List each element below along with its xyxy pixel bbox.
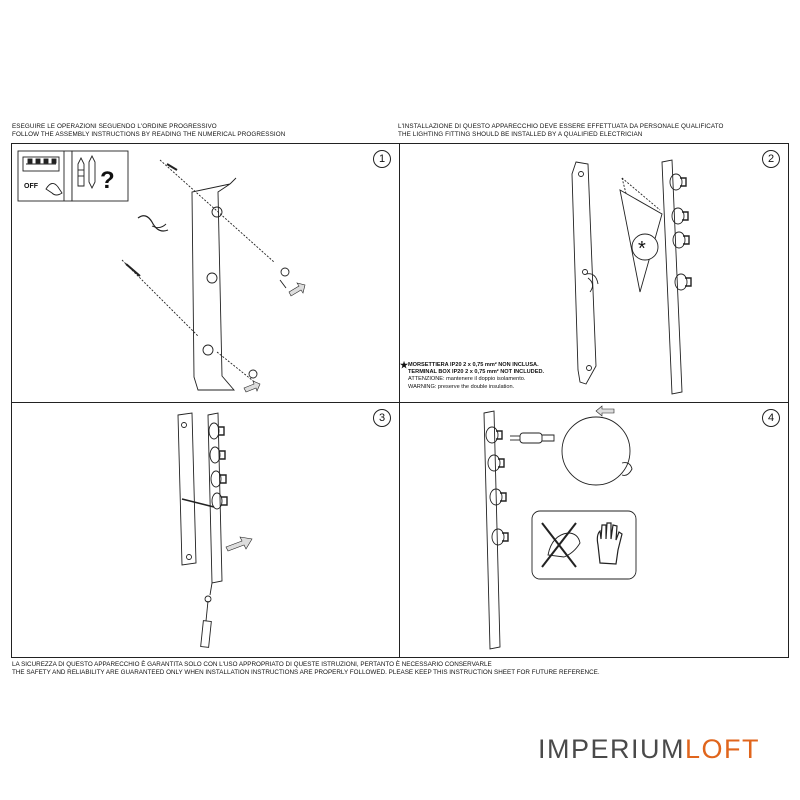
star-icon bbox=[631, 233, 659, 261]
header-right: L'INSTALLAZIONE DI QUESTO APPARECCHIO DE… bbox=[398, 123, 724, 139]
power-off-icon bbox=[17, 150, 73, 202]
step-1-number: 1 bbox=[373, 150, 391, 168]
note-line-3: ATTENZIONE: mantenere il doppio isolamen… bbox=[408, 376, 526, 383]
arrow-icon bbox=[225, 536, 253, 552]
step-3-panel: 3 bbox=[11, 403, 400, 658]
brand-part-2: LOFT bbox=[684, 734, 760, 764]
note-line-2: TERMINAL BOX IP20 2 x 0,75 mm² NOT INCLU… bbox=[408, 369, 545, 376]
step-2-panel: 2 * ★ MORSETTIERA IP2 bbox=[400, 143, 789, 403]
bulb-sockets bbox=[669, 173, 692, 291]
step-4-panel: 4 bbox=[400, 403, 789, 658]
note-line-1: MORSETTIERA IP20 2 x 0,75 mm² NON INCLUS… bbox=[408, 362, 539, 368]
note-star: ★ bbox=[400, 360, 409, 370]
brand-part-1: IMPERIUM bbox=[537, 734, 685, 764]
step-4-number: 4 bbox=[762, 409, 780, 427]
brand-logo: IMPERIUMLOFT bbox=[538, 734, 760, 765]
off-label: OFF bbox=[24, 183, 39, 190]
arrow-icon bbox=[595, 405, 615, 417]
step-2-illustration: * bbox=[571, 159, 692, 395]
svg-text:*: * bbox=[638, 238, 646, 260]
footer-en: THE SAFETY AND RELIABILITY ARE GUARANTEE… bbox=[12, 669, 600, 676]
no-bare-hands-icon bbox=[541, 522, 581, 568]
terminal-box-note: MORSETTIERA IP20 2 x 0,75 mm² NON INCLUS… bbox=[408, 362, 544, 391]
note-line-4: WARNING: preserve the double insulation. bbox=[408, 383, 515, 390]
gloves-icon bbox=[596, 522, 623, 565]
arrow-icon bbox=[243, 282, 306, 393]
step-2-number: 2 bbox=[762, 150, 780, 168]
step-1-illustration: OFF ? bbox=[17, 150, 306, 393]
header-left: ESEGUIRE LE OPERAZIONI SEGUENDO L'ORDINE… bbox=[12, 123, 285, 139]
footer: LA SICUREZZA DI QUESTO APPARECCHIO È GAR… bbox=[12, 661, 600, 677]
header-right-it: L'INSTALLAZIONE DI QUESTO APPARECCHIO DE… bbox=[398, 123, 724, 130]
svg-text:?: ? bbox=[100, 167, 115, 194]
header-left-en: FOLLOW THE ASSEMBLY INSTRUCTIONS BY READ… bbox=[12, 131, 286, 138]
step-4-illustration bbox=[483, 405, 637, 650]
footer-it: LA SICUREZZA DI QUESTO APPARECCHIO È GAR… bbox=[12, 661, 492, 668]
screws-icon: ? bbox=[71, 150, 129, 202]
header-left-it: ESEGUIRE LE OPERAZIONI SEGUENDO L'ORDINE… bbox=[12, 123, 217, 130]
step-1-panel: 1 OFF ? bbox=[11, 143, 400, 403]
step-3-number: 3 bbox=[373, 409, 391, 427]
step-3-illustration bbox=[177, 412, 253, 648]
header-right-en: THE LIGHTING FITTING SHOULD BE INSTALLED… bbox=[398, 131, 643, 138]
